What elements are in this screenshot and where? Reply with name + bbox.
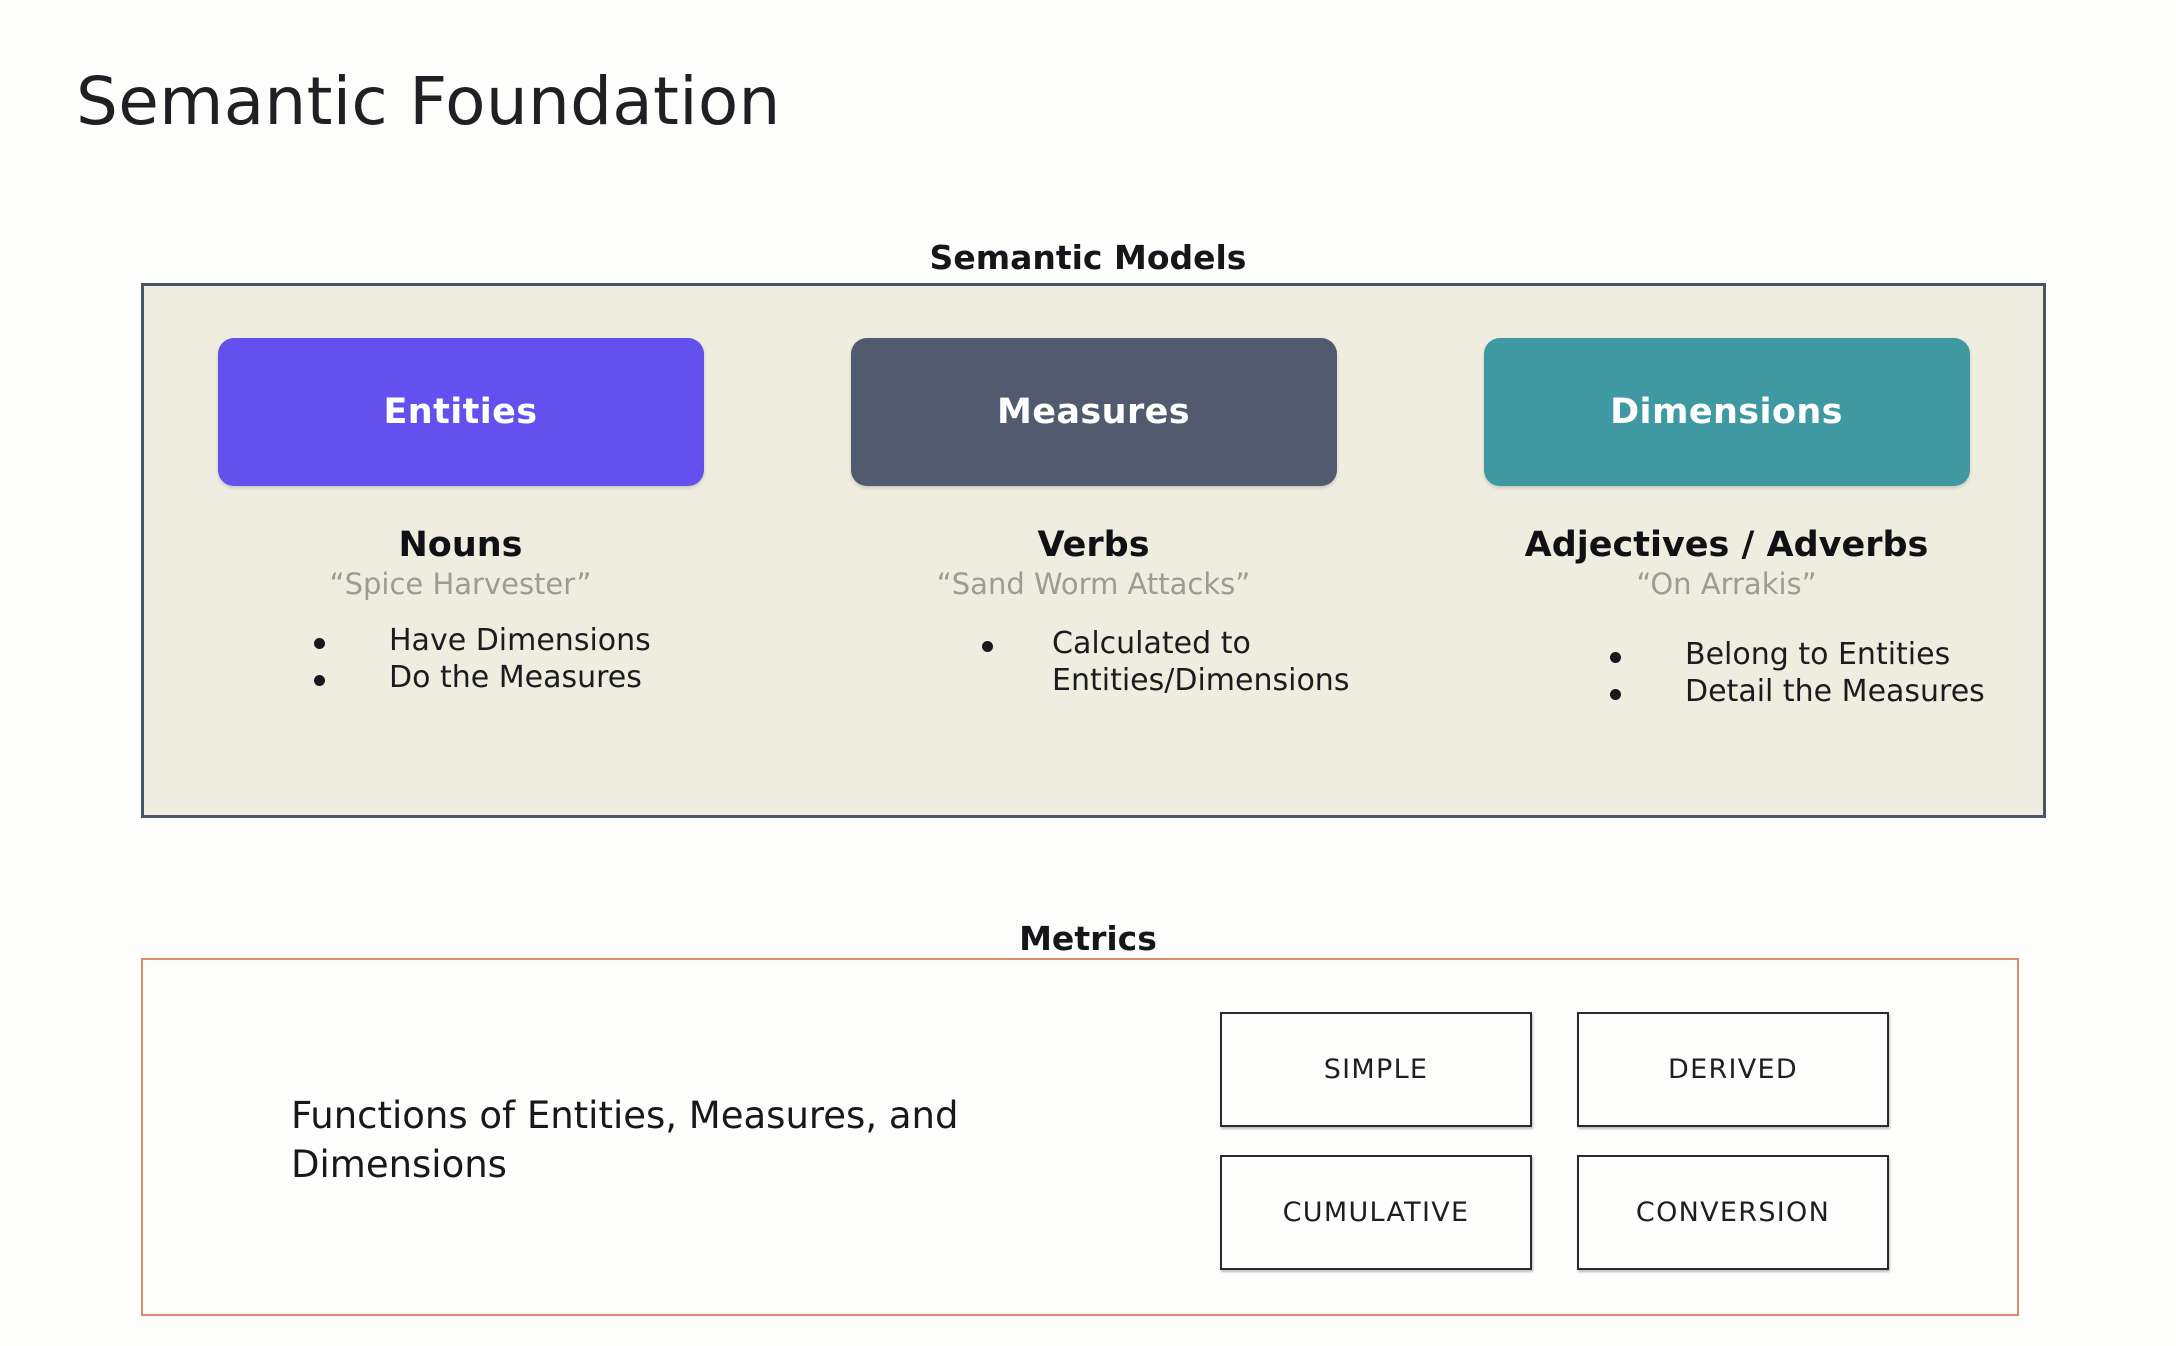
page-title: Semantic Foundation [76, 63, 781, 140]
metric-type-grid: SIMPLE DERIVED CUMULATIVE CONVERSION [1220, 1012, 1889, 1270]
dimensions-example: “On Arrakis” [1636, 566, 1817, 601]
metric-type-simple[interactable]: SIMPLE [1220, 1012, 1532, 1127]
bullet-dot-icon [1610, 652, 1621, 664]
entities-bullet-text: Do the Measures [389, 659, 642, 695]
metrics-caption: Metrics [1019, 919, 1157, 958]
dimensions-pill[interactable]: Dimensions [1483, 338, 1970, 486]
metrics-description: Functions of Entities, Measures, and Dim… [291, 1094, 959, 1186]
list-item: Calculated to Entities/Dimensions [777, 626, 1410, 699]
list-item: Detail the Measures [1410, 674, 2043, 711]
measures-example: “Sand Worm Attacks” [936, 566, 1251, 601]
dimensions-bullet-text: Detail the Measures [1685, 673, 1985, 709]
measures-bullet-text: Calculated to Entities/Dimensions [1052, 626, 1350, 698]
list-item: Have Dimensions [144, 623, 777, 660]
metrics-panel: Functions of Entities, Measures, and Dim… [141, 958, 2019, 1316]
metric-type-conversion[interactable]: CONVERSION [1577, 1155, 1889, 1270]
dimensions-part-of-speech: Adjectives / Adverbs [1524, 525, 1929, 565]
entities-part-of-speech: Nouns [398, 525, 523, 565]
dimensions-bullet-text: Belong to Entities [1685, 637, 1951, 673]
measures-bullet-list: Calculated to Entities/Dimensions [777, 626, 1410, 699]
bullet-dot-icon [314, 674, 325, 686]
semantic-models-panel: Entities Nouns “Spice Harvester” Have Di… [141, 283, 2046, 818]
measures-pill[interactable]: Measures [850, 338, 1337, 486]
metric-type-derived[interactable]: DERIVED [1577, 1012, 1889, 1127]
bullet-dot-icon [314, 638, 325, 650]
entities-pill[interactable]: Entities [217, 338, 704, 486]
entities-bullet-list: Have Dimensions Do the Measures [144, 623, 777, 696]
measures-part-of-speech: Verbs [1037, 525, 1150, 565]
semantic-column-dimensions: Dimensions Adjectives / Adverbs “On Arra… [1410, 286, 2043, 815]
entities-example: “Spice Harvester” [329, 566, 592, 601]
semantic-models-caption: Semantic Models [929, 238, 1247, 277]
list-item: Do the Measures [144, 660, 777, 697]
list-item: Belong to Entities [1410, 637, 2043, 674]
entities-bullet-text: Have Dimensions [389, 623, 651, 659]
bullet-dot-icon [1610, 688, 1621, 700]
bullet-dot-icon [982, 641, 993, 653]
semantic-models-columns: Entities Nouns “Spice Harvester” Have Di… [144, 286, 2043, 815]
dimensions-bullet-list: Belong to Entities Detail the Measures [1410, 637, 2043, 710]
semantic-column-measures: Measures Verbs “Sand Worm Attacks” Calcu… [777, 286, 1410, 815]
semantic-column-entities: Entities Nouns “Spice Harvester” Have Di… [144, 286, 777, 815]
metric-type-cumulative[interactable]: CUMULATIVE [1220, 1155, 1532, 1270]
